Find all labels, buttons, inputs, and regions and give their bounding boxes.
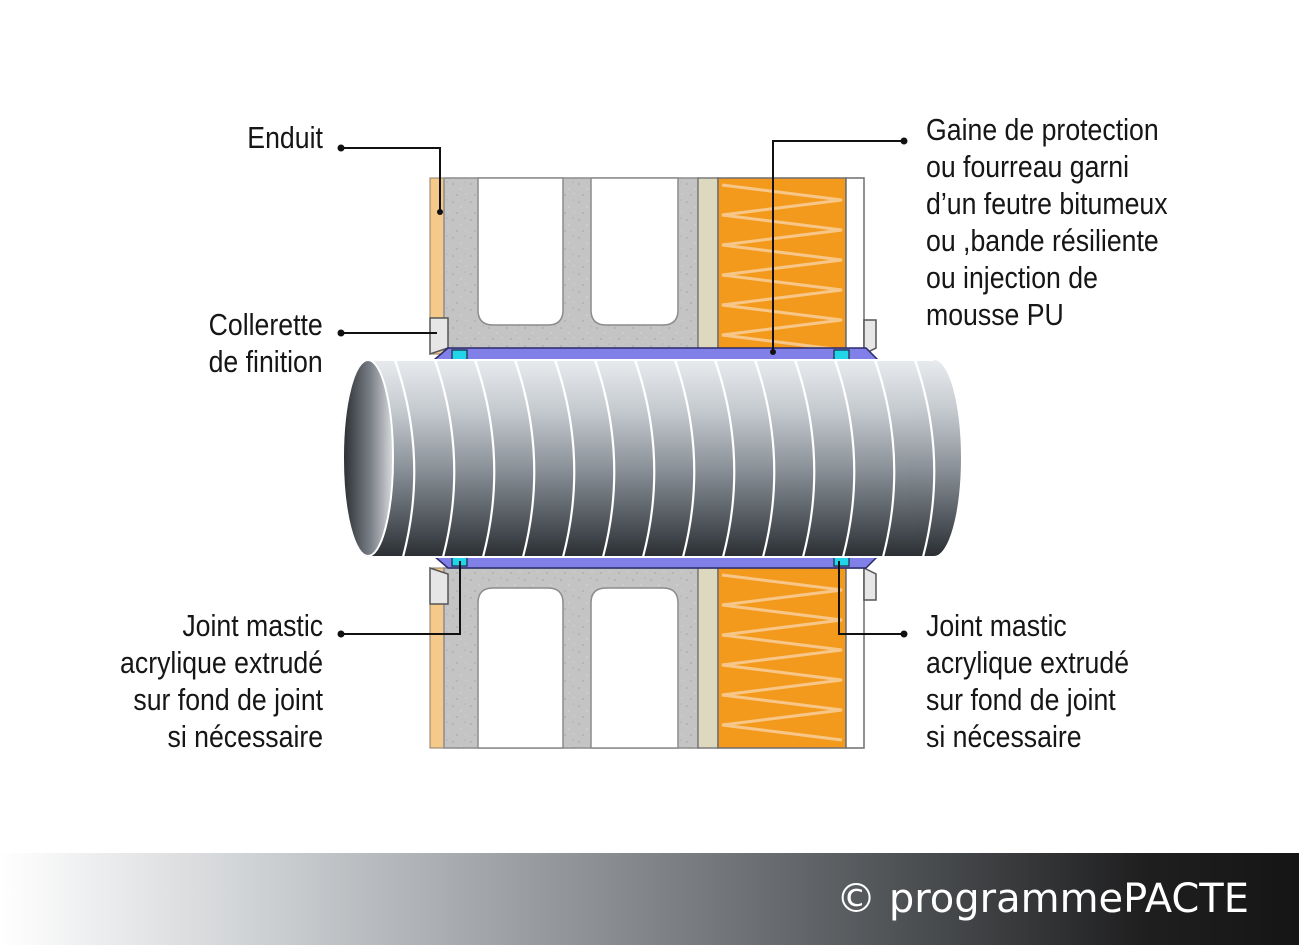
duct-seam-line [473,359,496,558]
label-gaine-line-5: ou injection de [926,260,1098,295]
leader-joint-right [838,561,904,635]
duct-seam-line [433,359,456,558]
label-gaine-line-6: mousse PU [926,297,1064,332]
leader-joint-left [341,561,461,635]
mastic-joint-right-top [833,349,850,361]
block-cavity-left-bottom [477,587,564,749]
label-joint-left: Joint mastic acrylique extrudé sur fond … [120,607,323,755]
cladding-top [845,177,865,355]
label-gaine-line-2: ou fourreau garni [926,149,1130,184]
collar-left-bottom [429,566,449,605]
label-joint-right-line-1: Joint mastic [926,608,1067,643]
label-collerette: Collerette de finition [209,306,323,380]
label-gaine-line-3: d’un feutre bitumeux [926,186,1168,221]
label-joint-left-line-4: si nécessaire [167,719,323,754]
collar-right-bottom [863,566,877,601]
sleeve-top [431,347,880,361]
label-collerette-line-2: de finition [208,344,323,379]
duct-seam-line [913,359,936,558]
duct-seam-line [713,359,736,558]
leader-enduit [341,147,441,212]
collar-left-top [429,317,449,356]
footer-gradient-bar [0,853,1299,945]
duct-seam-line [393,359,416,558]
leader-gaine [772,140,904,352]
spiral-duct [342,359,961,558]
label-joint-left-line-1: Joint mastic [182,608,323,643]
label-gaine-line-1: Gaine de protection [926,112,1159,147]
label-joint-right-line-4: si nécessaire [926,719,1082,754]
label-gaine: Gaine de protection ou fourreau garni d’… [926,111,1168,333]
label-enduit: Enduit [247,119,323,156]
label-joint-right-line-2: acrylique extrudé [926,645,1130,680]
board-layer-top [697,177,719,355]
mastic-joint-left-top [451,349,468,361]
label-joint-left-line-3: sur fond de joint [133,682,323,717]
duct-seam-line [553,359,576,558]
label-joint-left-line-2: acrylique extrudé [119,645,323,680]
duct-seam-line [833,359,856,558]
insulation-zigzag-top [721,183,843,352]
label-enduit-line: Enduit [247,120,323,155]
block-cavity-right-top [590,177,679,326]
cladding-bottom [845,567,865,749]
copyright-text: © programmePACTE [836,876,1249,922]
duct-seam-line [633,359,656,558]
duct-seam-line [873,359,896,558]
label-gaine-line-4: ou ,bande résiliente [926,223,1159,258]
duct-seam-line [673,359,696,558]
duct-seam-line [593,359,616,558]
duct-seam-line [753,359,776,558]
block-cavity-left-top [477,177,564,326]
insulation-zigzag-bottom [721,573,843,742]
board-layer-bottom [697,567,719,749]
duct-seam-line [513,359,536,558]
label-joint-right-line-3: sur fond de joint [926,682,1116,717]
label-joint-right: Joint mastic acrylique extrudé sur fond … [926,607,1129,755]
label-collerette-line-1: Collerette [208,307,323,342]
duct-seam-line [793,359,816,558]
block-cavity-right-bottom [590,587,679,749]
collar-right-top [863,319,877,356]
